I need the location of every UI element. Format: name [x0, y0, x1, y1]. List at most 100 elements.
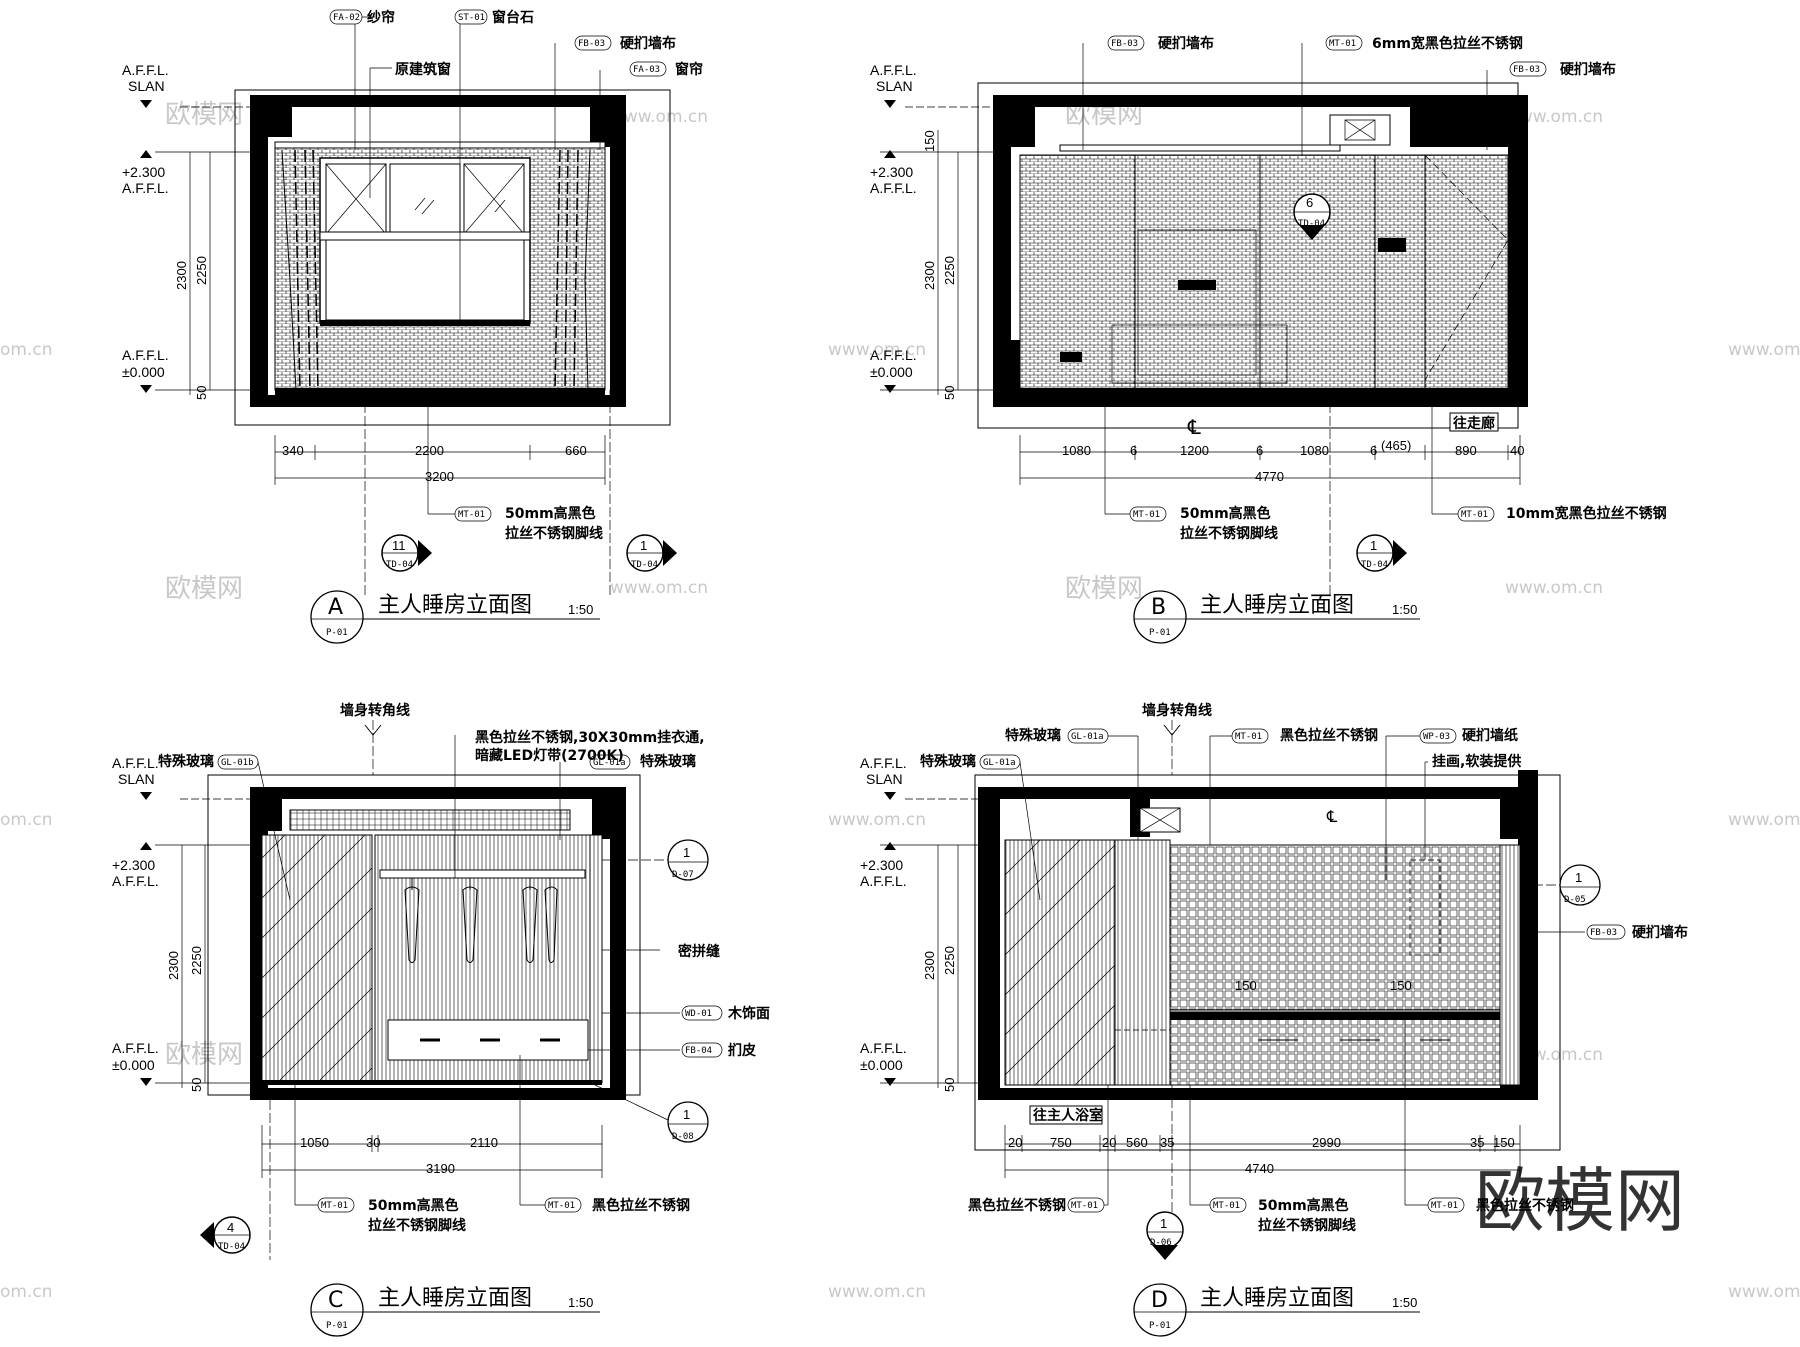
- level-value-top: +2.300: [122, 164, 165, 180]
- sheet-ref: P-01: [326, 1321, 348, 1331]
- section-marker: 6 TD-04: [1293, 193, 1331, 240]
- dim-height: 150: [922, 130, 937, 152]
- scale: 1:50: [568, 602, 593, 617]
- elevation-title: 主人睡房立面图: [1200, 593, 1354, 618]
- dim-width: 1080: [1300, 443, 1329, 458]
- dim-width: 150: [1493, 1135, 1515, 1150]
- marker-ref: TD-04: [631, 560, 658, 570]
- watermark-url: www.om.cn: [610, 578, 708, 598]
- material-tag: MT-01: [1071, 1201, 1098, 1211]
- material-tag: MT-01: [1213, 1201, 1240, 1211]
- material-tag: FB-03: [1111, 39, 1138, 49]
- watermark-brand: 欧模网: [165, 574, 243, 604]
- watermark-url: www.om.cn: [1505, 107, 1603, 127]
- level-label: A.F.F.L.: [112, 873, 159, 889]
- material-tag: FB-03: [578, 39, 605, 49]
- material-tag: ST-01: [458, 13, 485, 23]
- material-tag: WD-01: [685, 1009, 712, 1019]
- callout-text: 拉丝不锈钢脚线: [505, 525, 603, 542]
- watermark-url: om.cn: [0, 340, 53, 360]
- slan-label: SLAN: [118, 771, 155, 787]
- level-value-zero: ±0.000: [870, 364, 913, 380]
- callout-text: 特殊玻璃: [158, 753, 214, 770]
- callout-text: 50mm高黑色: [1258, 1197, 1349, 1214]
- marker-num: 4: [227, 1220, 234, 1235]
- detail-marker: 1 D-07: [667, 839, 709, 881]
- callout-group: FA-02 纱帘 ST-01 窗台石 FB-03 硬扪墙布 FA-03 窗帘 原…: [329, 9, 703, 320]
- elevation-title-a: A P-01 主人睡房立面图 1:50: [310, 590, 600, 644]
- dim-width: 2200: [415, 443, 444, 458]
- material-tag: FB-03: [1590, 928, 1617, 938]
- level-label: A.F.F.L.: [860, 873, 907, 889]
- level-value-top: +2.300: [112, 857, 155, 873]
- level-value-top: +2.300: [860, 857, 903, 873]
- material-tag: GL-01a: [593, 758, 626, 768]
- level-label: A.F.F.L.: [870, 347, 917, 363]
- watermark-url: www.om.cn: [1505, 578, 1603, 598]
- marker-ref: D-06: [1150, 1238, 1172, 1248]
- dim-width: 35: [1470, 1135, 1484, 1150]
- centerline-symbol: ℄: [1187, 415, 1201, 439]
- dim-width: 6: [1130, 443, 1137, 458]
- watermark-url: www.om.cn: [1728, 340, 1800, 360]
- marker-num: 1: [683, 1107, 690, 1122]
- material-tag: MT-01: [458, 510, 485, 520]
- level-label: A.F.F.L.: [112, 1040, 159, 1056]
- dim-width: 750: [1050, 1135, 1072, 1150]
- level-value-zero: ±0.000: [122, 364, 165, 380]
- callout-text: 黑色拉丝不锈钢: [592, 1197, 690, 1214]
- dim-width: 1200: [1180, 443, 1209, 458]
- corner-line-label: 墙身转角线: [1142, 702, 1212, 719]
- callout-text: 硬扪墙布: [620, 35, 676, 52]
- dim-width: (465): [1381, 438, 1411, 453]
- art-note: 挂画,软装提供: [1432, 753, 1521, 770]
- dim-width: 20: [1102, 1135, 1116, 1150]
- marker-num: 1: [1370, 538, 1377, 553]
- corridor-label: 往走廊: [1453, 415, 1495, 432]
- material-tag: MT-01: [1461, 510, 1488, 520]
- detail-marker: 1 D-08: [667, 1101, 709, 1143]
- slan-label: SLAN: [128, 78, 165, 94]
- dim-total: 3200: [425, 469, 454, 484]
- elevation-letter: B: [1151, 595, 1166, 620]
- dim-total: 4740: [1245, 1161, 1274, 1176]
- material-tag: FA-03: [633, 65, 660, 75]
- material-tag: MT-01: [548, 1201, 575, 1211]
- bed-dim: 150: [1235, 978, 1257, 993]
- marker-ref: TD-04: [218, 1242, 245, 1252]
- material-tag: MT-01: [1431, 1201, 1458, 1211]
- callout-text: 木饰面: [727, 1005, 770, 1022]
- dim-width: 30: [366, 1135, 380, 1150]
- marker-ref: TD-04: [386, 560, 413, 570]
- elevation-title-c: C P-01 主人睡房立面图 1:50: [310, 1283, 600, 1337]
- material-tag: MT-01: [321, 1201, 348, 1211]
- callout-text: 窗帘: [675, 61, 703, 78]
- level-value-zero: ±0.000: [112, 1057, 155, 1073]
- detail-marker: 1 D-05: [1559, 864, 1601, 906]
- bed-dim: 150: [1390, 978, 1412, 993]
- level-label: A.F.F.L.: [860, 755, 907, 771]
- level-label: A.F.F.L.: [870, 180, 917, 196]
- callout-text: 特殊玻璃: [920, 753, 976, 770]
- watermark-brand: 欧模网: [165, 100, 243, 130]
- dim-total: 4770: [1255, 469, 1284, 484]
- scale: 1:50: [1392, 1295, 1417, 1310]
- watermark-url: www.om.cn: [828, 1282, 926, 1302]
- bathroom-label: 往主人浴室: [1033, 1107, 1103, 1124]
- callout-text: 特殊玻璃: [640, 753, 696, 770]
- window-note: 原建筑窗: [395, 61, 451, 78]
- dim-total: 3190: [426, 1161, 455, 1176]
- marker-ref: TD-04: [1361, 560, 1388, 570]
- elevation-title: 主人睡房立面图: [378, 1286, 532, 1311]
- scale: 1:50: [568, 1295, 593, 1310]
- level-label: A.F.F.L.: [122, 62, 169, 78]
- callout-text: 密拼缝: [677, 943, 720, 960]
- watermark-url: www.om.cn: [828, 340, 926, 360]
- marker-ref: D-07: [672, 870, 694, 880]
- dim-height: 2300: [922, 951, 937, 980]
- dim-height: 2300: [174, 261, 189, 290]
- dim-width: 1080: [1062, 443, 1091, 458]
- dim-height: 2300: [922, 261, 937, 290]
- dim-height: 50: [189, 1078, 204, 1092]
- panel-a-elevation: A.F.F.L. SLAN +2.300 A.F.F.L. A.F.F.L. ±…: [122, 9, 703, 644]
